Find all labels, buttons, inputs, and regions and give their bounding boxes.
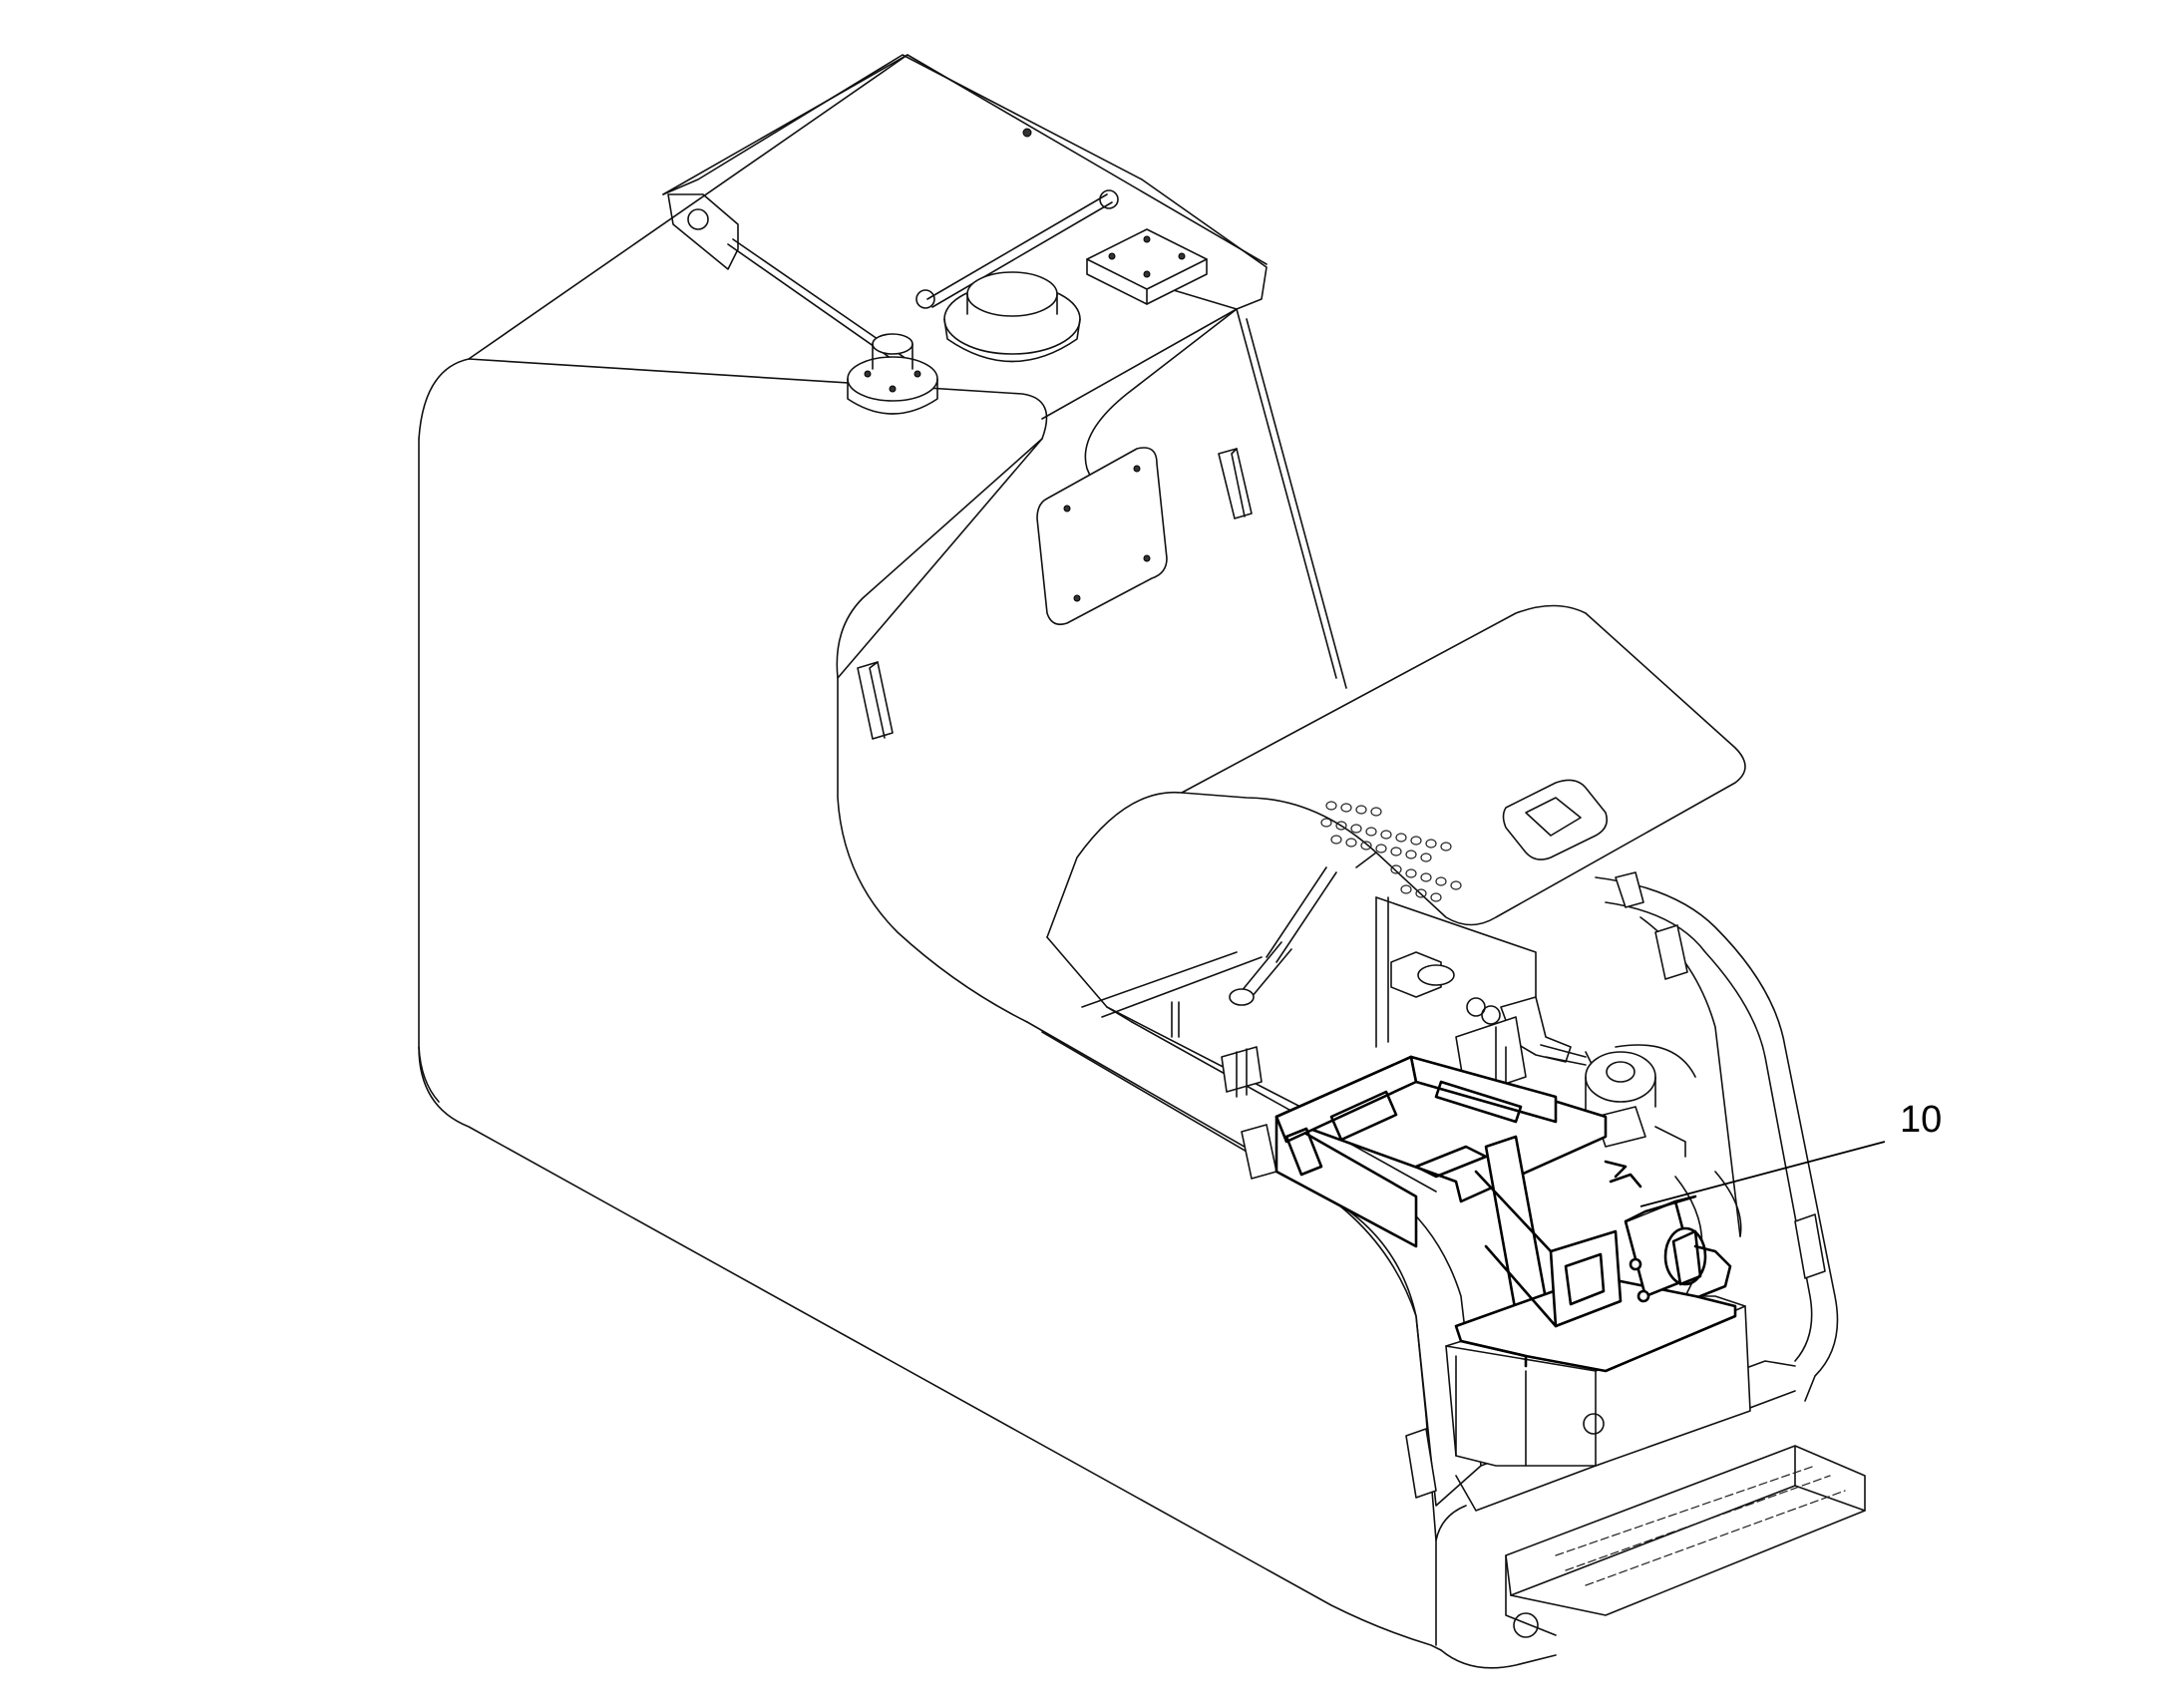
callout-number: 10 xyxy=(1900,1099,1942,1141)
lid-perforations xyxy=(1320,801,1462,902)
callout-10: 10 xyxy=(1639,1099,1942,1207)
open-lid xyxy=(1046,604,1746,1006)
battery-bracket xyxy=(1274,1055,1737,1373)
compartment xyxy=(1046,871,1839,1512)
front-panel-details xyxy=(857,447,1253,740)
step xyxy=(1505,1445,1866,1638)
leader-line xyxy=(1639,1141,1886,1207)
top-fittings xyxy=(667,128,1208,415)
